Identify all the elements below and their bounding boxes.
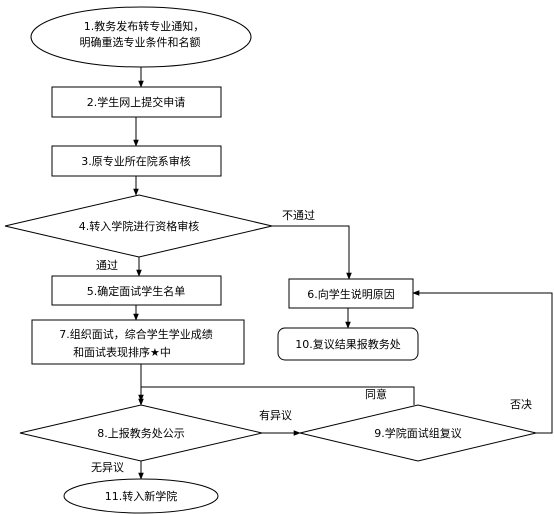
node-6-label: 6.向学生说明原因 [307, 287, 395, 301]
node-2-label: 2.学生网上提交申请 [87, 95, 186, 109]
node-9-label: 9.学院面试组复议 [374, 426, 462, 440]
edge-label-no-objection: 无异议 [91, 461, 124, 474]
node-10-label: 10.复议结果报教务处 [295, 337, 401, 351]
node-2-box [51, 86, 222, 118]
edge-label-reject: 否决 [510, 398, 532, 411]
edge-4-to-6 [272, 225, 352, 280]
edge-label-agree: 同意 [365, 387, 387, 401]
node-5-label: 5.确定面试学生名单 [87, 284, 186, 298]
node-7-line-1: 7.组织面试，综合学生学业成绩 [59, 327, 213, 341]
edge-label-not-passed: 不通过 [282, 209, 315, 222]
node-8-label: 8.上报教务处公示 [97, 426, 185, 440]
edge-9-reject-to-6 [412, 290, 553, 434]
edge-label-has-objection: 有异议 [259, 408, 292, 422]
edge-label-passed: 通过 [96, 259, 118, 272]
node-7-line-2: 和面试表现排序★中 [73, 345, 171, 359]
edge-9-agree-to-8 [138, 386, 415, 405]
node-3-label: 3.原专业所在院系审核 [81, 154, 191, 168]
node-11-label: 11.转入新学院 [105, 489, 178, 503]
node-4-label: 4.转入学院进行资格审核 [79, 219, 200, 233]
node-1-line-1: 1.教务发布转专业通知， [84, 19, 205, 33]
node-1-line-2: 明确重选专业条件和名额 [80, 35, 201, 49]
